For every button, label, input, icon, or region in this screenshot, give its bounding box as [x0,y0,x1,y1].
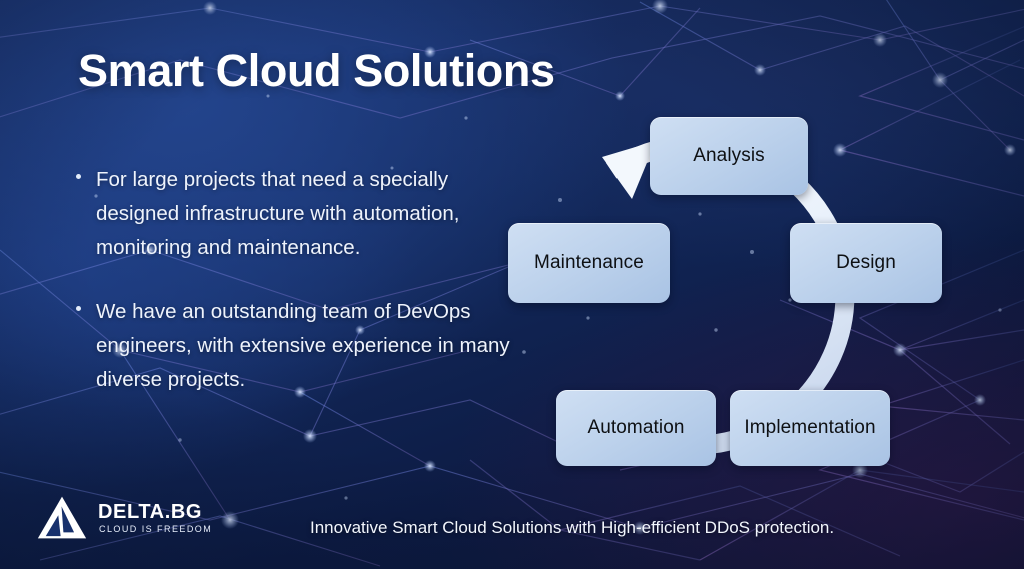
list-item-text: We have an outstanding team of DevOps en… [96,300,510,391]
bullet-list: For large projects that need a specially… [70,163,510,427]
cycle-node-label: Maintenance [534,252,644,273]
page-title: Smart Cloud Solutions [78,45,555,96]
cycle-node-maintenance[interactable]: Maintenance [508,223,670,303]
bullet-dot-icon [76,306,81,311]
cycle-node-analysis[interactable]: Analysis [650,117,808,195]
logo-text-block: DELTA.BG CLOUD IS FREEDOM [98,500,212,536]
cycle-node-automation[interactable]: Automation [556,390,716,466]
brand-logo[interactable]: DELTA.BG CLOUD IS FREEDOM [36,494,212,542]
cycle-node-label: Analysis [693,145,765,166]
footer-caption: Innovative Smart Cloud Solutions with Hi… [310,518,835,537]
cycle-node-label: Automation [587,417,685,438]
logo-tagline: CLOUD IS FREEDOM [99,524,213,534]
cycle-node-implementation[interactable]: Implementation [730,390,890,466]
cycle-node-label: Design [836,252,896,273]
list-item: We have an outstanding team of DevOps en… [70,295,510,397]
list-item: For large projects that need a specially… [70,163,510,265]
list-item-text: For large projects that need a specially… [96,168,460,259]
lifecycle-diagram: Analysis Design Implementation Automatio… [470,95,1024,485]
bullet-dot-icon [76,174,81,179]
logo-name: DELTA.BG [98,501,203,523]
cycle-node-design[interactable]: Design [790,223,942,303]
delta-triangle-icon [37,496,87,539]
cycle-node-label: Implementation [744,417,876,438]
